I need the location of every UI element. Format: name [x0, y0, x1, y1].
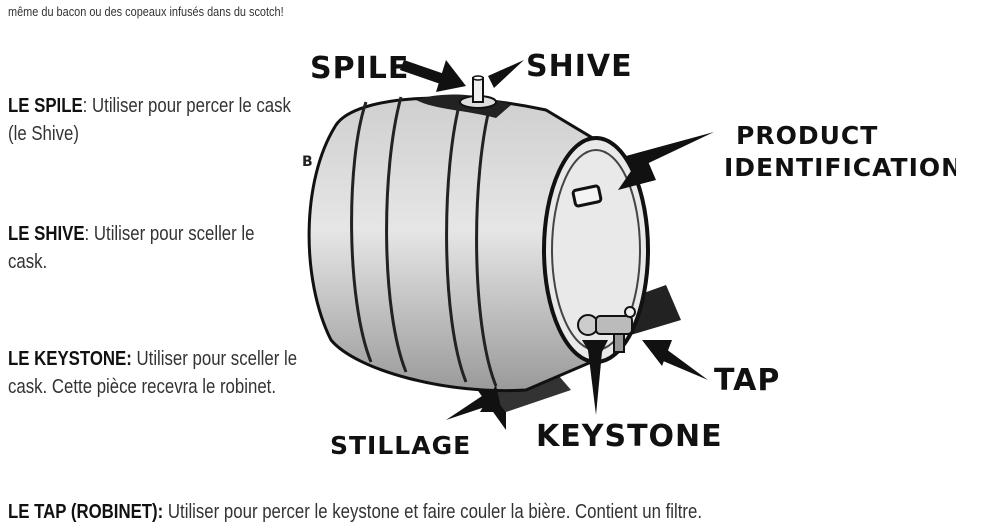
desc-keystone: Utiliser pour sceller le cask. Cette piè… — [8, 348, 298, 398]
arrow-stillage-head — [480, 385, 502, 412]
term-keystone: LE KEYSTONE: — [8, 348, 132, 370]
definition-keystone: LE KEYSTONE: Utiliser pour sceller le ca… — [8, 345, 298, 401]
label-shive: SHIVE — [526, 49, 633, 84]
cask-diagram: B SPILE SHIVE PRODUCT IDENTIFICATION TAP… — [302, 49, 956, 460]
desc-tap: Utiliser pour percer le keystone et fair… — [163, 501, 703, 523]
term-shive: LE SHIVE — [8, 223, 85, 245]
arrow-product — [626, 132, 714, 170]
label-stillage: STILLAGE — [330, 431, 471, 460]
arrow-tap — [656, 346, 708, 380]
tap — [577, 306, 636, 353]
product-id-plate — [571, 184, 603, 208]
term-spile: LE SPILE — [8, 95, 83, 117]
arrow-spile-head — [436, 60, 466, 92]
arrow-stillage — [446, 392, 494, 420]
barrel-mark: B — [302, 154, 313, 170]
label-spile: SPILE — [310, 51, 409, 86]
definition-shive: LE SHIVE: Utiliser pour sceller le cask. — [8, 220, 298, 276]
arrow-keystone — [588, 350, 602, 415]
arrow-product-head — [618, 152, 656, 190]
term-tap: LE TAP (ROBINET): — [8, 501, 164, 523]
arrow-shive — [488, 60, 524, 88]
desc-spile: : Utiliser pour percer le cask (le Shive… — [8, 95, 291, 145]
label-identification: IDENTIFICATION — [724, 153, 956, 182]
shive-and-spile — [459, 75, 497, 109]
definition-tap: LE TAP (ROBINET): Utiliser pour percer l… — [8, 498, 908, 526]
arrows — [400, 60, 714, 420]
label-product: PRODUCT — [736, 121, 878, 150]
arrow-tap-head — [642, 340, 672, 366]
label-keystone: KEYSTONE — [536, 419, 723, 454]
desc-shive: : Utiliser pour sceller le cask. — [8, 223, 255, 273]
label-tap: TAP — [714, 363, 780, 398]
arrow-keystone-head — [582, 340, 608, 364]
intro-text: même du bacon ou des copeaux infusés dan… — [8, 4, 284, 19]
definition-spile: LE SPILE: Utiliser pour percer le cask (… — [8, 92, 298, 148]
